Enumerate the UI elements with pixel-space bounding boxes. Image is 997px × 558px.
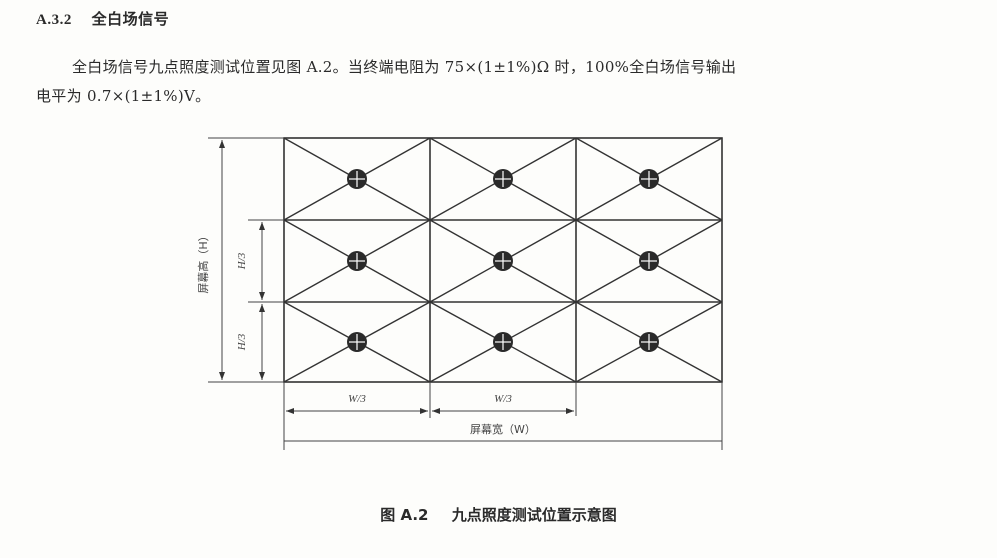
measurement-points bbox=[347, 169, 659, 352]
h-third-label-1: H/3 bbox=[236, 252, 248, 270]
h-third-label-2: H/3 bbox=[236, 333, 248, 351]
dimension-lines bbox=[208, 137, 723, 450]
point-marker-icon bbox=[639, 169, 659, 189]
screen-height-label: 屏幕高（H） bbox=[196, 230, 210, 293]
w-third-label-1: W/3 bbox=[348, 393, 366, 405]
section-heading: A.3.2 全白场信号 bbox=[36, 8, 169, 29]
dimension-labels: 屏幕高（H） H/3 H/3 W/3 W/3 屏幕宽（W） bbox=[196, 230, 536, 436]
point-marker-icon bbox=[347, 169, 367, 189]
grid bbox=[283, 137, 723, 383]
point-marker-icon bbox=[493, 332, 513, 352]
paragraph-line-2: 电平为 0.7×(1±1%)V。 bbox=[36, 87, 211, 105]
figure-title: 九点照度测试位置示意图 bbox=[451, 506, 617, 524]
section-title: 全白场信号 bbox=[91, 10, 170, 28]
point-marker-icon bbox=[639, 332, 659, 352]
point-marker-icon bbox=[493, 251, 513, 271]
point-marker-icon bbox=[639, 251, 659, 271]
paragraph-line-1: 全白场信号九点照度测试位置见图 A.2。当终端电阻为 75×(1±1%)Ω 时，… bbox=[72, 58, 737, 76]
figure-caption: 图 A.2 九点照度测试位置示意图 bbox=[0, 504, 997, 525]
w-third-label-2: W/3 bbox=[494, 393, 512, 405]
section-number: A.3.2 bbox=[36, 12, 72, 28]
point-marker-icon bbox=[347, 332, 367, 352]
screen-width-label: 屏幕宽（W） bbox=[470, 422, 536, 436]
point-marker-icon bbox=[347, 251, 367, 271]
figure-number: 图 A.2 bbox=[380, 506, 429, 524]
point-marker-icon bbox=[493, 169, 513, 189]
body-paragraph: 全白场信号九点照度测试位置见图 A.2。当终端电阻为 75×(1±1%)Ω 时，… bbox=[36, 53, 976, 111]
